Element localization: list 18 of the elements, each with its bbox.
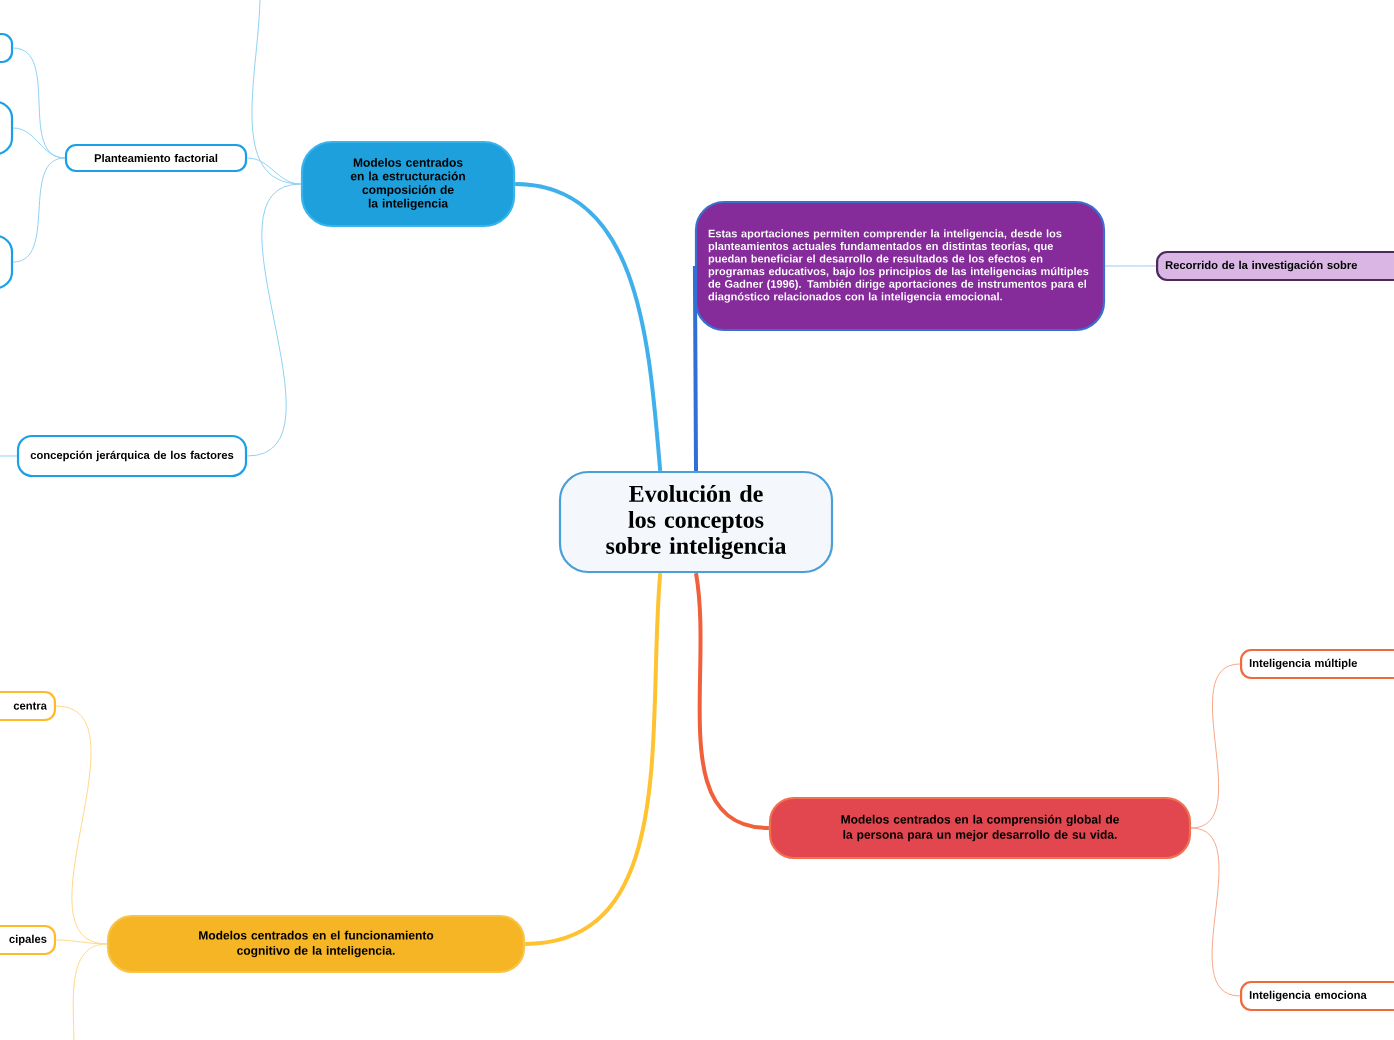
empty-box	[0, 234, 14, 290]
connector-line	[692, 266, 698, 471]
empty-box	[0, 100, 14, 156]
connector-line	[251, 0, 302, 185]
connector-line	[524, 572, 663, 946]
connector-line	[72, 943, 108, 1040]
connector-line	[1190, 663, 1241, 829]
connector-line	[12, 157, 66, 263]
central-topic: Evolución de los conceptos sobre inteligencia	[558, 470, 834, 574]
connector-line	[694, 572, 770, 830]
connector-line	[55, 939, 108, 945]
connector-line	[246, 183, 302, 457]
connector-line	[12, 127, 66, 159]
connector-line	[514, 182, 663, 472]
connector-line	[0, 455, 18, 457]
connector-line	[1190, 827, 1241, 997]
connector-line	[1104, 265, 1157, 267]
empty-box	[0, 32, 14, 64]
